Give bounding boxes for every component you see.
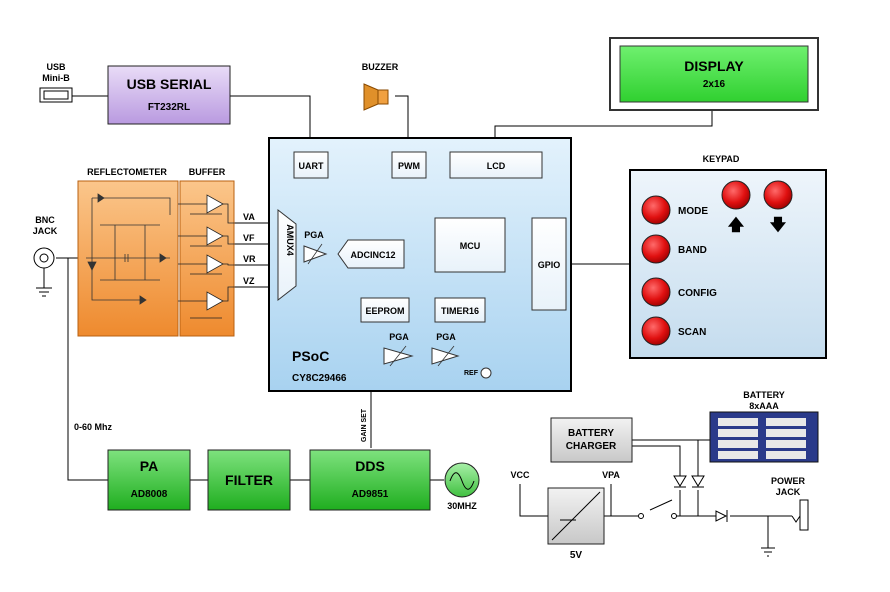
pga-top-label: PGA	[304, 230, 324, 240]
down-arrow-icon: 🡇	[770, 217, 787, 234]
usb-connector-label-1: USB	[46, 62, 66, 72]
timer-label: TIMER16	[441, 306, 479, 316]
keypad-title: KEYPAD	[703, 154, 740, 164]
freq-range-label: 0-60 Mhz	[74, 422, 113, 432]
keypad-down-button[interactable]: 🡇	[763, 180, 793, 234]
bnc-jack-icon	[33, 247, 55, 297]
pwm-label: PWM	[398, 161, 420, 171]
mcu-label: MCU	[460, 241, 481, 251]
ref-label: REF	[464, 370, 479, 377]
gpio-block	[531, 217, 567, 311]
keypad-config-button[interactable]: CONFIG	[641, 277, 717, 307]
battery-charger-block: BATTERY CHARGER	[550, 417, 633, 463]
buffer-amplifiers	[178, 194, 234, 319]
battery-label-2: 8xAAA	[749, 401, 779, 411]
keypad-up-button[interactable]: 🡅	[721, 180, 751, 234]
reflectometer-label: REFLECTOMETER	[87, 167, 167, 177]
pa-chip: AD8008	[131, 489, 168, 500]
usb-serial-title: USB SERIAL	[127, 76, 212, 92]
buffer-label: BUFFER	[189, 167, 226, 177]
buzzer-label: BUZZER	[362, 62, 399, 72]
timer-block	[434, 297, 486, 323]
pwm-block	[391, 151, 427, 179]
psoc-part: CY8C29466	[292, 373, 347, 384]
signal-vf: VF	[243, 233, 255, 243]
eeprom-block	[360, 297, 410, 323]
amux-label: AMUX4	[285, 224, 295, 256]
bnc-label-1: BNC	[35, 215, 55, 225]
buzzer-icon	[363, 83, 389, 111]
power-jack-icon	[791, 499, 809, 531]
keypad-mode-button[interactable]: MODE	[641, 195, 708, 225]
charger-label-2: CHARGER	[566, 441, 617, 452]
keypad-band-button[interactable]: BAND	[641, 234, 707, 264]
pga-right-label: PGA	[436, 332, 456, 342]
gpio-label: GPIO	[538, 260, 561, 270]
pa-block: PA AD8008	[107, 449, 191, 511]
display-size: 2x16	[703, 79, 726, 90]
uart-label: UART	[299, 161, 324, 171]
psoc-title: PSoC	[292, 348, 329, 364]
filter-block: FILTER	[207, 449, 291, 511]
reflectometer-circuit	[86, 193, 171, 305]
ref-icon	[480, 367, 492, 379]
regulator-block	[547, 487, 605, 545]
filter-title: FILTER	[225, 472, 273, 488]
usb-serial-block: USB SERIAL FT232RL	[107, 65, 231, 125]
dds-title: DDS	[355, 458, 385, 474]
keypad-scan-button[interactable]: SCAN	[641, 316, 706, 346]
power-jack-label-2: JACK	[776, 487, 801, 497]
display-block: DISPLAY 2x16	[609, 37, 819, 111]
adc-block	[337, 239, 405, 269]
lcd-label: LCD	[487, 161, 506, 171]
battery-label-1: BATTERY	[743, 390, 785, 400]
oscillator-label: 30MHZ	[447, 501, 477, 511]
power-switch-icon	[638, 513, 677, 519]
usb-connector-icon	[39, 87, 73, 103]
power-jack-label-1: POWER	[771, 476, 806, 486]
oscillator-icon	[444, 462, 480, 498]
vpa-label: VPA	[602, 470, 620, 480]
vcc-label: VCC	[510, 470, 530, 480]
ground-icon	[761, 547, 775, 557]
keypad-config-label: CONFIG	[678, 288, 717, 299]
usb-serial-chip: FT232RL	[148, 102, 190, 113]
display-title: DISPLAY	[684, 58, 744, 74]
pga-right-icon	[431, 347, 460, 365]
pa-title: PA	[140, 458, 158, 474]
keypad-band-label: BAND	[678, 245, 707, 256]
usb-connector-label-2: Mini-B	[42, 73, 70, 83]
diodes-icon	[673, 475, 728, 522]
keypad-scan-label: SCAN	[678, 327, 706, 338]
charger-label-1: BATTERY	[568, 428, 614, 439]
regulator-label: 5V	[570, 550, 583, 561]
battery-pack-icon	[709, 411, 819, 463]
signal-va: VA	[243, 212, 255, 222]
adc-label: ADCINC12	[350, 250, 395, 260]
uart-block	[293, 151, 329, 179]
pga-left-label: PGA	[389, 332, 409, 342]
bnc-label-2: JACK	[33, 226, 58, 236]
dds-chip: AD9851	[352, 489, 389, 500]
dds-block: DDS AD9851	[309, 449, 431, 511]
signal-vz: VZ	[243, 276, 255, 286]
lcd-block	[449, 151, 543, 179]
gain-set-label: GAIN SET	[361, 408, 368, 442]
amux-block	[277, 208, 297, 302]
psoc-block: UART PWM LCD AMUX4 PGA ADCINC12 MCU GPIO…	[268, 137, 572, 392]
signal-vr: VR	[243, 254, 256, 264]
keypad-mode-label: MODE	[678, 206, 708, 217]
up-arrow-icon: 🡅	[728, 216, 745, 234]
eeprom-label: EEPROM	[365, 306, 404, 316]
mcu-block	[434, 217, 506, 273]
